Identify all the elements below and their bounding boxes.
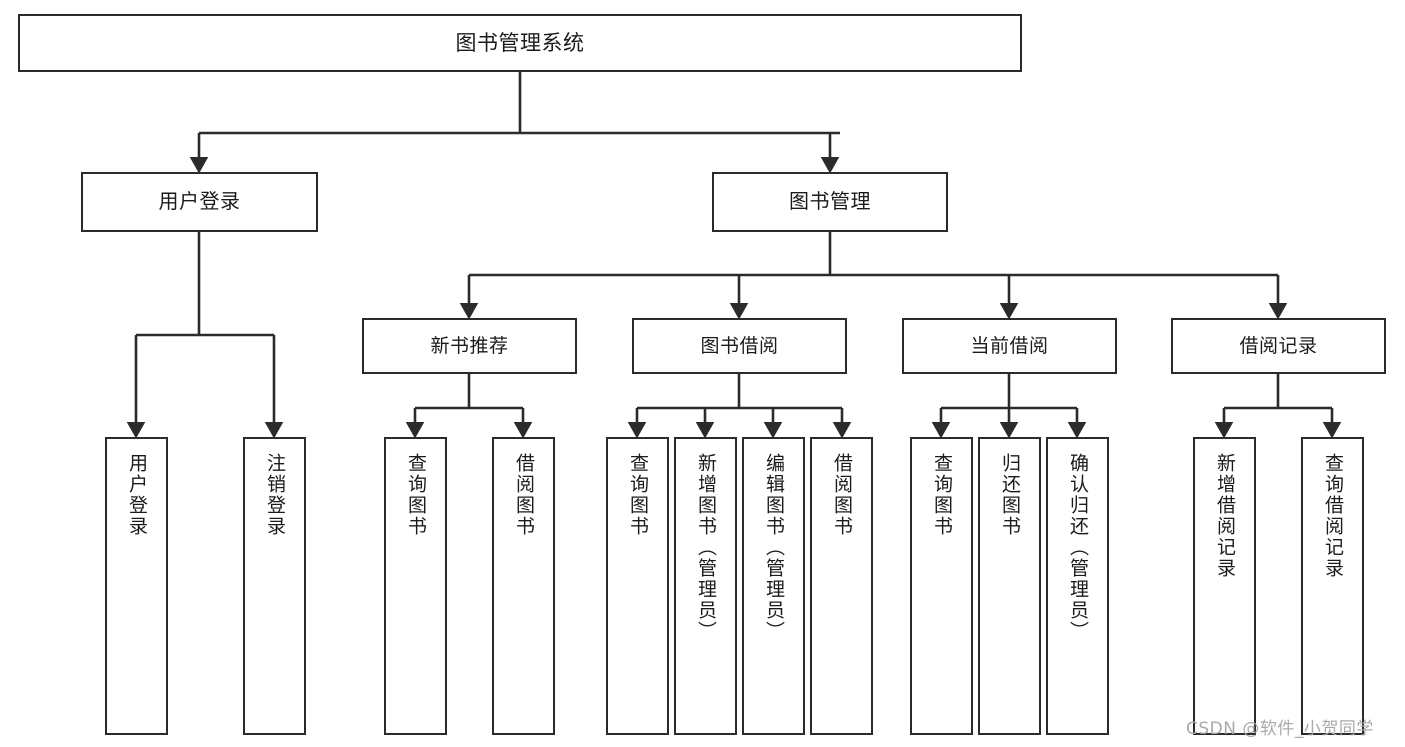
node-label: 图书借阅: [700, 334, 779, 357]
node-leaf-add-book[interactable]: 新增图书（管理员）: [674, 437, 737, 735]
node-current-borrow[interactable]: 当前借阅: [902, 318, 1117, 374]
node-leaf-query-book-3[interactable]: 查询图书: [910, 437, 973, 735]
node-label: 图书管理系统: [455, 30, 585, 55]
node-label: 当前借阅: [970, 334, 1049, 357]
node-book-borrow[interactable]: 图书借阅: [632, 318, 847, 374]
node-leaf-logout-login[interactable]: 注销登录: [243, 437, 306, 735]
node-label: 归还图书: [999, 453, 1022, 537]
node-label: 图书管理: [789, 189, 871, 214]
node-user-login[interactable]: 用户登录: [81, 172, 318, 232]
node-new-book-recommend[interactable]: 新书推荐: [362, 318, 577, 374]
node-label: 新增图书（管理员）: [695, 453, 718, 642]
node-label: 查询图书: [405, 453, 428, 537]
node-leaf-query-book-1[interactable]: 查询图书: [384, 437, 447, 735]
node-leaf-query-record[interactable]: 查询借阅记录: [1301, 437, 1364, 735]
node-label: 用户登录: [158, 189, 241, 214]
node-label: 用户登录: [126, 453, 149, 537]
node-leaf-add-record[interactable]: 新增借阅记录: [1193, 437, 1256, 735]
node-label: 查询图书: [627, 453, 650, 537]
node-label: 新增借阅记录: [1214, 453, 1237, 579]
node-label: 借阅图书: [513, 453, 536, 537]
node-leaf-return-book[interactable]: 归还图书: [978, 437, 1041, 735]
node-leaf-user-login[interactable]: 用户登录: [105, 437, 168, 735]
node-borrow-record[interactable]: 借阅记录: [1171, 318, 1386, 374]
node-leaf-query-book-2[interactable]: 查询图书: [606, 437, 669, 735]
node-label: 查询图书: [931, 453, 954, 537]
node-label: 新书推荐: [430, 334, 509, 357]
node-label: 编辑图书（管理员）: [763, 453, 786, 642]
node-leaf-edit-book[interactable]: 编辑图书（管理员）: [742, 437, 805, 735]
node-leaf-borrow-book-1[interactable]: 借阅图书: [492, 437, 555, 735]
node-leaf-borrow-book-2[interactable]: 借阅图书: [810, 437, 873, 735]
node-label: 注销登录: [264, 453, 287, 537]
node-label: 借阅图书: [831, 453, 854, 537]
node-book-management[interactable]: 图书管理: [712, 172, 948, 232]
node-root-system[interactable]: 图书管理系统: [18, 14, 1022, 72]
watermark-text: CSDN @软件_小贺同学: [1186, 719, 1374, 739]
node-label: 借阅记录: [1239, 334, 1318, 357]
node-leaf-confirm-return[interactable]: 确认归还（管理员）: [1046, 437, 1109, 735]
node-label: 确认归还（管理员）: [1067, 453, 1090, 642]
node-label: 查询借阅记录: [1322, 453, 1345, 579]
